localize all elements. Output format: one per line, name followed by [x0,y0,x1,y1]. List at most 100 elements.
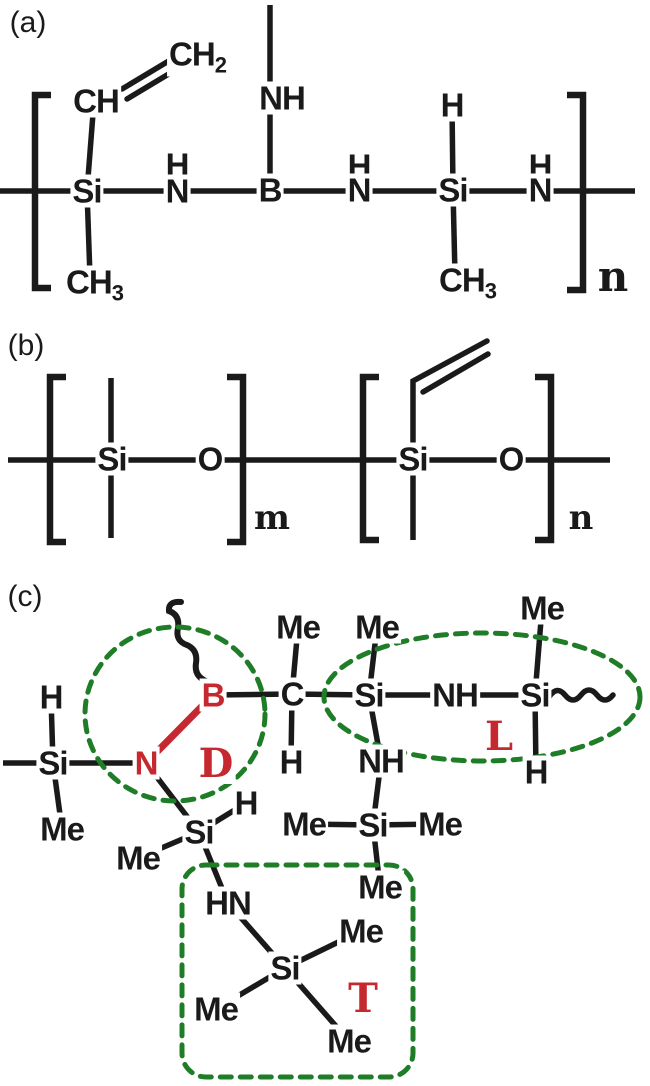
h-on-c: H [277,745,305,779]
nh-below-si-b-text: NH [358,742,405,780]
hn-t-group: HN [203,884,253,922]
region-label-d: D [196,740,236,787]
panel-label-b: (b) [7,329,45,362]
si-b-text: Si [354,676,384,714]
n-center-text: N [134,744,159,782]
repeat-bracket-close [227,373,247,546]
si-left: Si [70,172,104,210]
me-left-si-d-text: Me [282,805,327,843]
region-label-l: L [482,713,516,760]
ch3-left-subscript: 3 [111,280,124,306]
si-a-text: Si [38,744,68,782]
me-below-si-d: Me [356,868,404,906]
boron: B [256,171,284,209]
n-1-text: N [165,172,190,210]
ch3-right-text: CH [439,261,486,299]
vinyl-ch2-text: CH [169,35,216,73]
h-on-n1-text: H [165,146,190,184]
si-e: Si [182,813,216,851]
ch3-right: CH3 [437,261,499,303]
nh-top: NH [257,79,307,117]
panel-label-a: (a) [9,6,47,39]
repeat-index-n: n [597,252,629,301]
si-e-text: Si [184,813,214,851]
vinyl-double-bond-1 [119,56,175,92]
l-environment-outline [321,630,643,764]
h-on-si-e-text: H [234,784,259,822]
o-unit-n: O [496,442,526,476]
me-dl-si-f: Me [192,992,240,1026]
nh-link-text: NH [432,676,479,714]
me-right-si-d: Me [416,805,464,843]
boron-center-text: B [201,676,226,714]
me-below-si-d-text: Me [358,868,403,906]
me-on-si-e: Me [114,839,162,877]
si-c-text: Si [520,676,550,714]
t-environment-outline [179,862,416,1080]
n-2-text: N [347,171,372,209]
me-left-si-d: Me [280,805,328,843]
h-on-si-a: H [37,678,65,716]
vinyl-ch-text: CH [73,82,120,120]
me-dr-si-f: Me [325,1022,373,1060]
h-on-si-right: H [438,86,466,124]
repeat-bracket-open [359,373,379,544]
boron-text: B [258,171,283,209]
ch3-left: CH3 [64,263,126,306]
ch3-left-text: CH [66,263,113,301]
me-on-si-e-text: Me [116,839,161,877]
boron-center: B [199,676,227,714]
me-on-si-a: Me [38,810,86,848]
c-bridge: C [278,675,306,713]
n-3: N [526,171,554,209]
h-on-si-c: H [522,755,550,789]
squiggle-on-si-c [546,687,616,703]
h-on-si-e: H [232,784,260,822]
repeat-index-m: m [254,498,290,538]
o-unit-m-text: O [197,440,224,478]
n-3-text: N [528,171,553,209]
me-on-si-b: Me [353,608,401,646]
si-d: Si [356,806,390,844]
me-on-si-c-text: Me [520,589,565,627]
si-a: Si [36,744,70,782]
c-bridge-text: C [280,675,305,713]
si-unit-n: Si [396,440,430,478]
si-right-text: Si [438,171,468,209]
n-center: N [132,744,160,782]
si-c: Si [518,676,552,714]
si-unit-n-text: Si [398,440,428,478]
si-f-text: Si [270,949,300,987]
nh-below-si-b: NH [356,742,406,780]
me-on-c-text: Me [276,608,321,646]
me-dr-si-f-text: Me [327,1022,372,1060]
vinyl-ch2-subscript: 2 [214,52,227,78]
panel-label-c: (c) [7,580,43,613]
nh-top-text: NH [259,79,306,117]
vinyl-double-bond [420,351,491,395]
me-on-si-c: Me [518,589,566,627]
o-unit-m: O [195,440,225,478]
h-on-si-a-text: H [39,678,64,716]
si-b: Si [352,676,386,714]
vinyl-bond [410,338,490,451]
nh-link: NH [430,676,480,714]
si-d-text: Si [358,806,388,844]
me-on-si-b-text: Me [355,608,400,646]
me-right-si-d-text: Me [418,805,463,843]
squiggle-on-boron [165,598,209,684]
hn-t-group-text: HN [205,884,252,922]
me-on-si-a-text: Me [40,810,85,848]
vinyl-ch: CH [71,82,121,120]
repeat-index-n: n [568,498,594,538]
si-unit-m: Si [95,440,129,478]
si-unit-m-text: Si [97,440,127,478]
si-right: Si [436,171,470,209]
h-on-si-right-text: H [440,86,465,124]
si-left-text: Si [72,172,102,210]
n-2: N [345,171,373,209]
me-ur-si-f: Me [337,914,385,948]
repeat-bracket-close [567,91,587,294]
